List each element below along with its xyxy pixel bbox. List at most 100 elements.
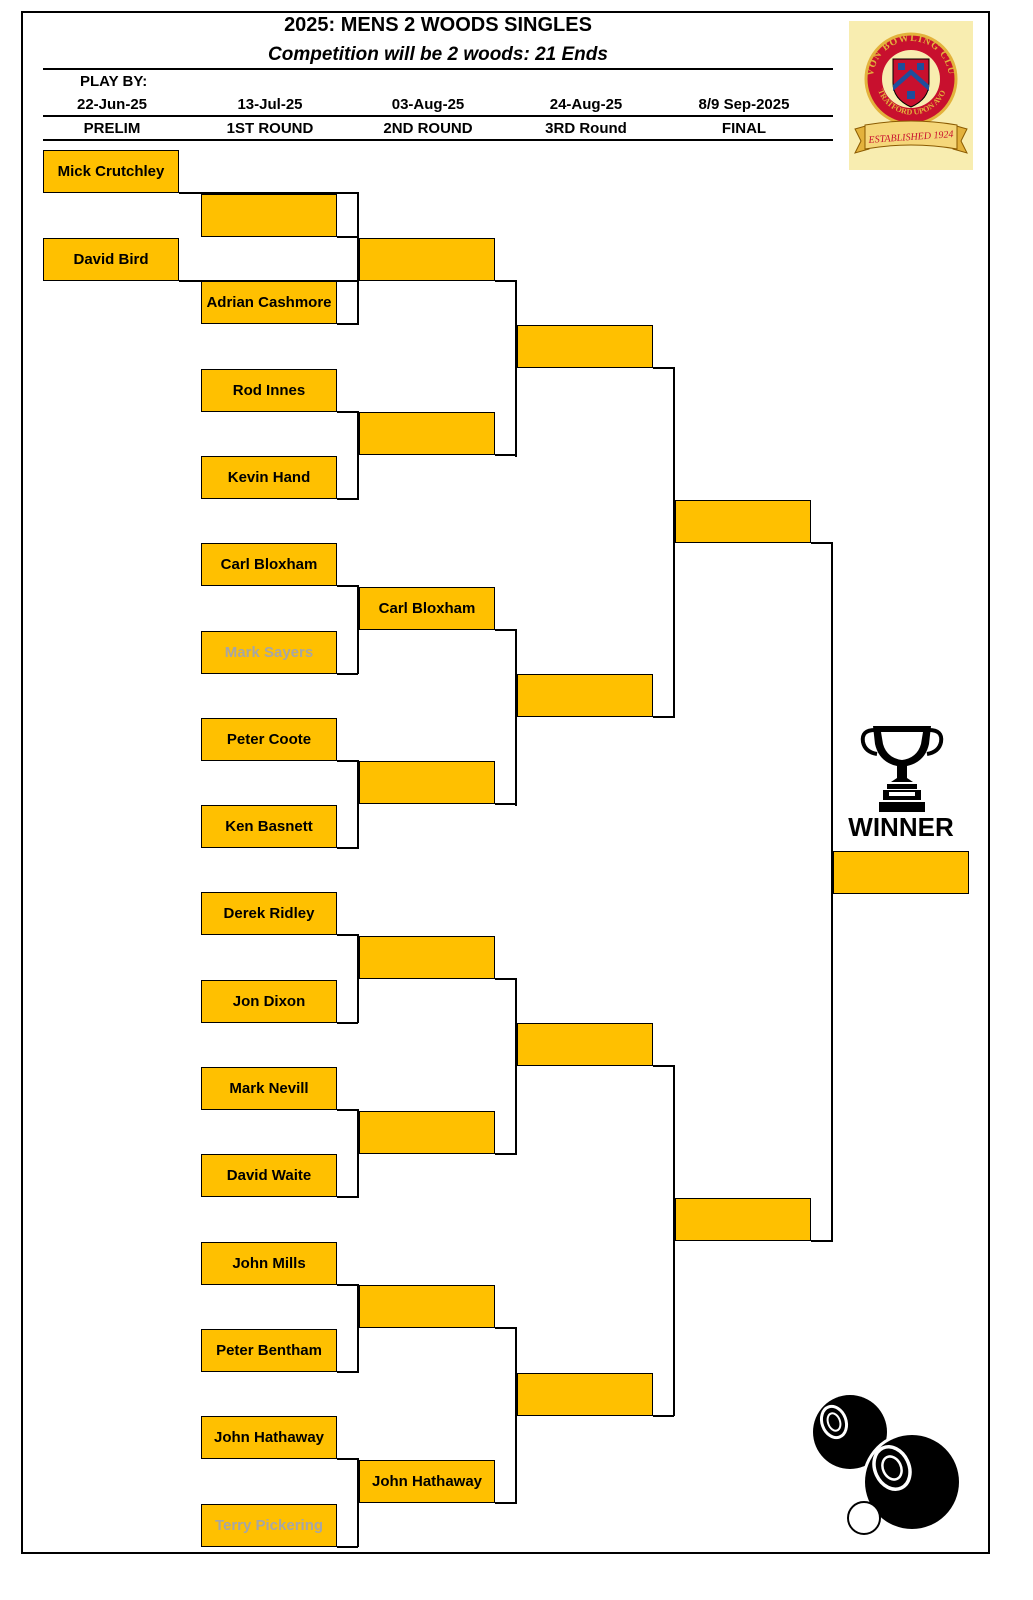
bracket-line bbox=[673, 1065, 675, 1416]
round1-slot: David Waite bbox=[201, 1154, 337, 1197]
winner-slot bbox=[833, 851, 969, 894]
bracket-line bbox=[357, 236, 359, 325]
bracket-line bbox=[337, 236, 358, 238]
bracket-line bbox=[357, 760, 359, 849]
bracket-line bbox=[495, 1327, 516, 1329]
date-final: 8/9 Sep-2025 bbox=[698, 96, 790, 113]
bracket-line bbox=[357, 1458, 359, 1547]
bracket-line bbox=[495, 629, 516, 631]
date-prelim: 22-Jun-25 bbox=[76, 96, 148, 113]
trophy-icon bbox=[859, 722, 945, 814]
page-title: 2025: MENS 2 WOODS SINGLES bbox=[284, 14, 592, 36]
page-subtitle: Competition will be 2 woods: 21 Ends bbox=[268, 44, 608, 65]
bracket-line bbox=[653, 716, 674, 718]
bracket-line bbox=[357, 411, 359, 500]
play-by-label: PLAY BY: bbox=[80, 73, 148, 90]
date-round2: 03-Aug-25 bbox=[391, 96, 465, 113]
bracket-line bbox=[357, 1284, 359, 1373]
round3-slot bbox=[517, 674, 653, 717]
round2-slot bbox=[359, 1111, 495, 1154]
bracket-line bbox=[495, 1502, 516, 1504]
bracket-line bbox=[831, 542, 833, 1242]
bracket-line bbox=[357, 585, 359, 674]
divider bbox=[43, 139, 833, 141]
round2-slot: Carl Bloxham bbox=[359, 587, 495, 630]
round1-slot: John Mills bbox=[201, 1242, 337, 1285]
round1-slot: Ken Basnett bbox=[201, 805, 337, 848]
bracket-line bbox=[515, 1327, 517, 1504]
round2-slot bbox=[359, 238, 495, 281]
round1-slot bbox=[201, 194, 337, 237]
prelim-slot: Mick Crutchley bbox=[43, 150, 179, 193]
round1-slot: Terry Pickering bbox=[201, 1504, 337, 1547]
final-slot bbox=[675, 1198, 811, 1241]
round-name-round1: 1ST ROUND bbox=[226, 120, 314, 137]
round1-slot: Adrian Cashmore bbox=[201, 281, 337, 324]
round1-slot: Kevin Hand bbox=[201, 456, 337, 499]
bracket-line bbox=[337, 1022, 358, 1024]
bracket-line bbox=[653, 1415, 674, 1417]
round2-slot bbox=[359, 936, 495, 979]
round1-slot: Peter Bentham bbox=[201, 1329, 337, 1372]
bracket-line bbox=[495, 803, 516, 805]
round1-slot: Peter Coote bbox=[201, 718, 337, 761]
page-border bbox=[21, 11, 990, 1554]
round2-slot bbox=[359, 761, 495, 804]
round2-slot bbox=[359, 1285, 495, 1328]
round1-slot: John Hathaway bbox=[201, 1416, 337, 1459]
round1-slot: Mark Nevill bbox=[201, 1067, 337, 1110]
round3-slot bbox=[517, 325, 653, 368]
date-round3: 24-Aug-25 bbox=[549, 96, 623, 113]
round2-slot: John Hathaway bbox=[359, 1460, 495, 1503]
bracket-line bbox=[337, 1109, 358, 1111]
bracket-line bbox=[515, 978, 517, 1155]
bracket-line bbox=[357, 934, 359, 1023]
round-name-prelim: PRELIM bbox=[83, 120, 141, 137]
round1-slot: Rod Innes bbox=[201, 369, 337, 412]
winner-label: WINNER bbox=[848, 812, 954, 842]
bracket-line bbox=[337, 1546, 358, 1548]
bracket-line bbox=[337, 1196, 358, 1198]
bracket-line bbox=[653, 367, 674, 369]
round3-slot bbox=[517, 1023, 653, 1066]
round1-slot: Carl Bloxham bbox=[201, 543, 337, 586]
round1-slot: Mark Sayers bbox=[201, 631, 337, 674]
bracket-line bbox=[811, 542, 832, 544]
bracket-line bbox=[337, 498, 358, 500]
round3-slot bbox=[517, 1373, 653, 1416]
bracket-line bbox=[337, 847, 358, 849]
bracket-line bbox=[495, 454, 516, 456]
divider bbox=[43, 115, 833, 117]
bracket-line bbox=[337, 323, 358, 325]
bracket-line bbox=[337, 934, 358, 936]
bracket-line bbox=[337, 1458, 358, 1460]
bracket-line bbox=[495, 280, 516, 282]
club-logo: AVON BOWLING CLUB STRATFORD UPON AVON ES… bbox=[845, 13, 973, 170]
round2-slot bbox=[359, 412, 495, 455]
date-round1: 13-Jul-25 bbox=[237, 96, 303, 113]
bracket-line bbox=[337, 585, 358, 587]
bowls-icon bbox=[808, 1388, 968, 1538]
bracket-line bbox=[495, 978, 516, 980]
bracket-line bbox=[495, 1153, 516, 1155]
bracket-line bbox=[653, 1065, 674, 1067]
bracket-line bbox=[811, 1240, 832, 1242]
bracket-line bbox=[515, 280, 517, 457]
prelim-slot: David Bird bbox=[43, 238, 179, 281]
round-name-round3: 3RD Round bbox=[545, 120, 627, 137]
bracket-line bbox=[179, 192, 358, 194]
round-name-final: FINAL bbox=[721, 120, 767, 137]
final-slot bbox=[675, 500, 811, 543]
bracket-line bbox=[337, 673, 358, 675]
bracket-line bbox=[337, 411, 358, 413]
bracket-line bbox=[337, 1284, 358, 1286]
round-name-round2: 2ND ROUND bbox=[383, 120, 473, 137]
bracket-line bbox=[357, 1109, 359, 1198]
bracket-line bbox=[673, 367, 675, 718]
bracket-line bbox=[515, 629, 517, 806]
round1-slot: Derek Ridley bbox=[201, 892, 337, 935]
divider bbox=[43, 68, 833, 70]
bracket-line bbox=[337, 1371, 358, 1373]
bracket-line bbox=[337, 760, 358, 762]
round1-slot: Jon Dixon bbox=[201, 980, 337, 1023]
